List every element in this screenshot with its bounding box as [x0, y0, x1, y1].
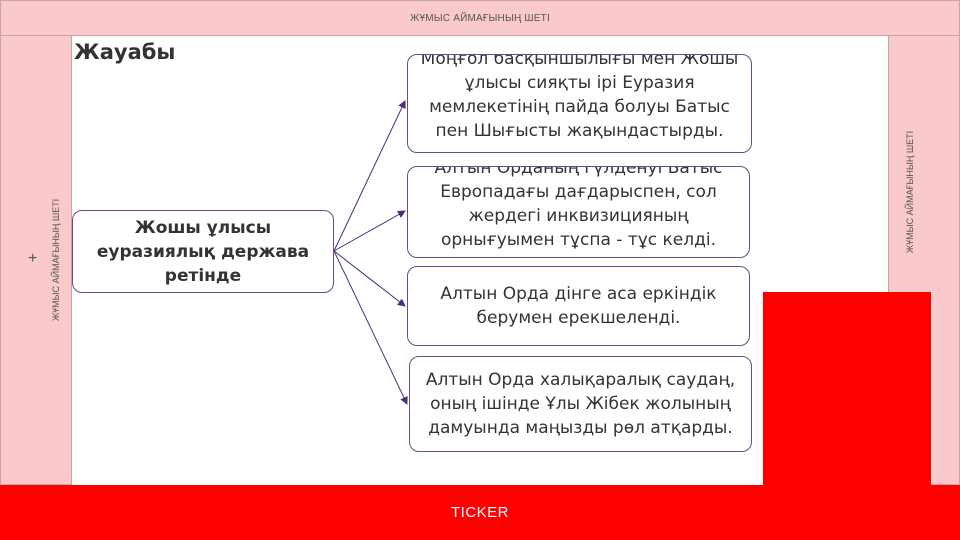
diagram-branch-node: Алтын Орданың гүлденуі Батыс Европадағы …: [407, 166, 750, 258]
add-icon[interactable]: +: [28, 250, 38, 267]
diagram-branch-node: Моңғол басқыншылығы мен Жошы ұлысы сияқт…: [407, 54, 752, 153]
diagram-branch-node: Алтын Орда дінге аса еркіндік берумен ер…: [407, 266, 750, 346]
diagram-root-node: Жошы ұлысы еуразиялық держава ретінде: [72, 210, 334, 293]
workspace-edge-top: ЖҰМЫС АЙМАҒЫНЫҢ ШЕТІ: [0, 0, 960, 36]
workspace-edge-right-label: ЖҰМЫС АЙМАҒЫНЫҢ ШЕТІ: [905, 130, 915, 254]
connector-3: [333, 250, 406, 307]
ticker-label: TICKER: [450, 504, 509, 521]
diagram-branch-node: Алтын Орда халықаралық саудаң, оның ішін…: [409, 356, 752, 452]
workspace-edge-left: [0, 35, 72, 485]
connector-2: [333, 210, 406, 252]
workspace-edge-left-label: ЖҰМЫС АЙМАҒЫНЫҢ ШЕТІ: [51, 198, 61, 322]
diagram-root-label: Жошы ұлысы еуразиялық держава ретінде: [96, 217, 310, 286]
diagram-branch-label: Алтын Орда дінге аса еркіндік берумен ер…: [440, 284, 717, 328]
diagram-branch-label: Алтын Орданың гүлденуі Батыс Европадағы …: [434, 166, 723, 250]
diagram-branch-label: Моңғол басқыншылығы мен Жошы ұлысы сияқт…: [420, 54, 739, 141]
workspace-edge-top-label: ЖҰМЫС АЙМАҒЫНЫҢ ШЕТІ: [410, 12, 550, 24]
ticker-bar: TICKER: [0, 485, 960, 540]
connector-1: [333, 100, 406, 252]
red-overlay-block: [763, 292, 931, 486]
page-title: Жауабы: [74, 40, 176, 64]
diagram-branch-label: Алтын Орда халықаралық саудаң, оның ішін…: [425, 370, 736, 438]
connector-4: [333, 250, 408, 405]
